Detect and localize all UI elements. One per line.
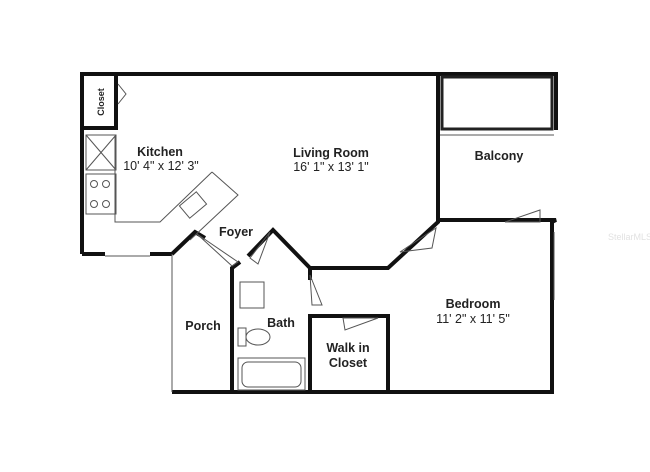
living-room-dimensions: 16' 1" x 13' 1" (293, 160, 369, 174)
balcony-label: Balcony (475, 149, 524, 163)
bedroom-dimensions: 11' 2" x 11' 5" (436, 312, 510, 326)
stove-icon (85, 173, 117, 215)
living-room-label: Living Room (293, 146, 369, 160)
living-door-icon (399, 226, 437, 253)
bath-wall (230, 260, 242, 392)
closet-wall (82, 74, 118, 130)
bathtub-icon (237, 357, 306, 391)
kitchen-dimensions: 10' 4" x 12' 3" (123, 159, 199, 173)
foyer-label: Foyer (219, 225, 253, 239)
balcony-door-icon (504, 209, 541, 223)
foyer-door-icon (196, 233, 239, 267)
walk-in-closet-wall (308, 314, 390, 392)
balcony-rail (440, 75, 554, 131)
foyer-wall (170, 229, 207, 256)
watermark: StellarMLS (608, 232, 650, 242)
porch-label: Porch (185, 319, 220, 333)
outer-wall-top-left (80, 72, 558, 254)
kitchen-bar (189, 171, 239, 241)
kitchen-counter (114, 136, 213, 223)
kitchen-sink-icon (178, 191, 208, 219)
bath-label: Bath (267, 316, 295, 330)
thin-lines (85, 75, 555, 392)
closet-door-icon (117, 83, 127, 105)
bath-door-icon (309, 274, 323, 306)
refrigerator-icon (85, 134, 117, 171)
toilet-icon (245, 328, 271, 346)
kitchen-label: Kitchen (137, 145, 183, 159)
walls (80, 72, 558, 394)
closet-label: Closet (96, 88, 106, 116)
walk-in-closet-label-1: Walk in (326, 341, 369, 355)
bedroom-label: Bedroom (446, 297, 501, 311)
closet-door2-icon (342, 317, 379, 331)
bath-sink-icon (239, 281, 265, 309)
foyer-door2-icon (249, 231, 271, 265)
balcony-bottom-wall (438, 218, 557, 392)
walk-in-closet-label-2: Closet (329, 356, 368, 370)
